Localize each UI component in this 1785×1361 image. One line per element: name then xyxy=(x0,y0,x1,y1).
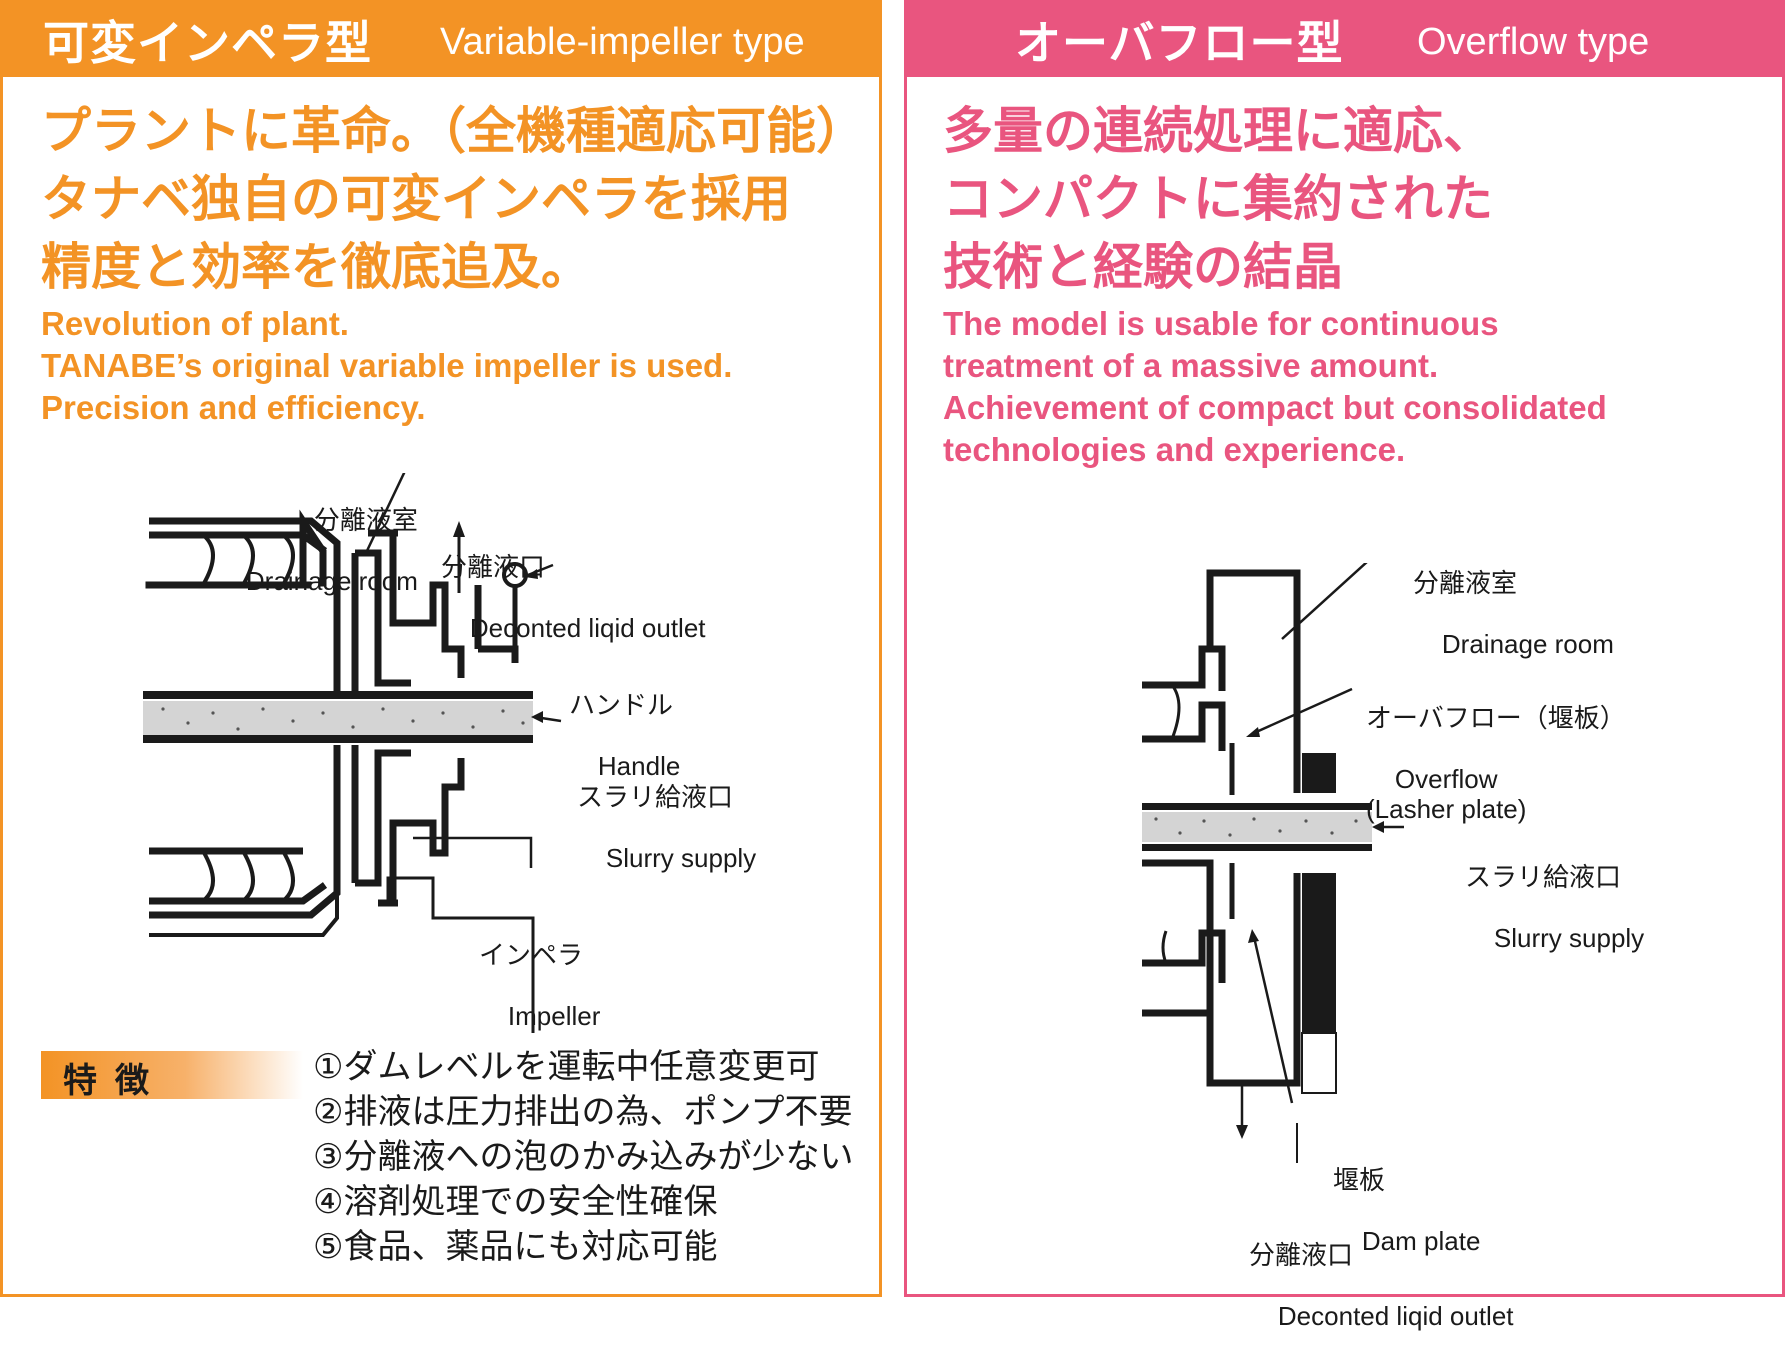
overflow-panel: オーバフロー型 Overflow type 多量の連続処理に適応、 コンパクトに… xyxy=(904,0,1785,1331)
variable-impeller-panel: 可変インペラ型 Variable-impeller type プラントに革命。（… xyxy=(0,0,882,1297)
features-tag: 特徴 xyxy=(41,1051,303,1101)
headline-jp: 多量の連続処理に適応、 コンパクトに集約された 技術と経験の結晶 xyxy=(943,102,1493,296)
label-liquid-outlet: 分離液口 Deconted liqid outlet xyxy=(441,553,706,643)
header-title-jp: オーバフロー型 xyxy=(1015,16,1344,70)
panel-header: 可変インペラ型 Variable-impeller type xyxy=(3,3,879,77)
panel-header: オーバフロー型 Overflow type xyxy=(907,3,1782,77)
headline-en: Revolution of plant. TANABE’s original v… xyxy=(41,305,733,426)
label-drainage-room: 分離液室 Drainage room xyxy=(245,506,418,596)
header-title-en: Variable-impeller type xyxy=(440,21,805,63)
header-title-en: Overflow type xyxy=(1417,21,1650,63)
label-slurry-supply: スラリ給液口 Slurry supply xyxy=(577,783,757,873)
features-list: ①ダムレベルを運転中任意変更可 ②排液は圧力排出の為、ポンプ不要 ③分離液への泡… xyxy=(313,1045,853,1270)
label-liquid-outlet: 分離液口 Deconted liqid outlet xyxy=(1249,1241,1514,1331)
feature-item: ④溶剤処理での安全性確保 xyxy=(313,1182,718,1222)
headline-en: The model is usable for continuous treat… xyxy=(943,305,1607,468)
header-title-jp: 可変インペラ型 xyxy=(43,16,372,70)
label-slurry-supply: スラリ給液口 Slurry supply xyxy=(1465,863,1645,953)
label-impeller: インペラ Impeller xyxy=(479,941,601,1031)
headline-jp: プラントに革命。（全機種適応可能） タナベ独自の可変インペラを採用 精度と効率を… xyxy=(41,102,866,296)
feature-item: ②排液は圧力排出の為、ポンプ不要 xyxy=(313,1092,853,1132)
label-dam-plate: 堰板 Dam plate xyxy=(1333,1166,1481,1256)
variable-impeller-diagram xyxy=(143,473,562,1033)
label-handle: ハンドル Handle xyxy=(569,691,681,781)
overflow-diagram xyxy=(1142,563,1404,1163)
feature-item: ⑤食品、薬品にも対応可能 xyxy=(313,1227,718,1267)
feature-item: ①ダムレベルを運転中任意変更可 xyxy=(313,1047,820,1087)
feature-item: ③分離液への泡のかみ込みが少ない xyxy=(313,1137,854,1177)
label-drainage-room: 分離液室 Drainage room xyxy=(1413,569,1614,659)
label-overflow: オーバフロー（堰板） Overflow (Lasher plate) xyxy=(1366,704,1626,824)
